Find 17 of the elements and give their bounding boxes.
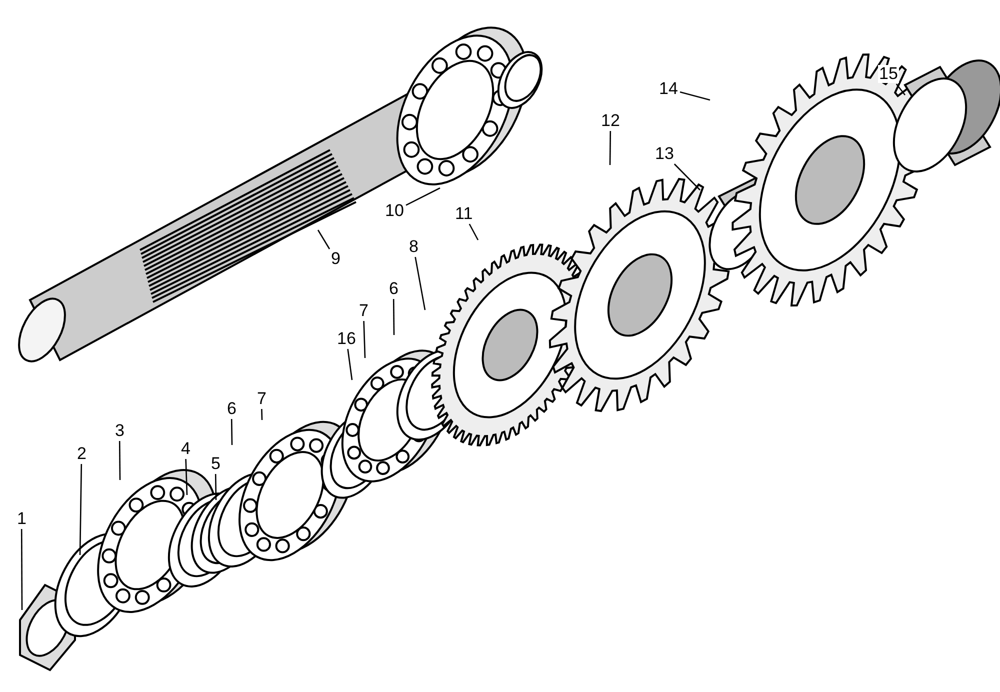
leader-line	[674, 164, 700, 190]
leader-line	[347, 348, 353, 380]
callout-number: 15	[878, 65, 899, 83]
leader-line	[363, 320, 366, 358]
leader-line	[414, 256, 426, 310]
leader-line	[79, 464, 82, 556]
leader-line	[896, 84, 906, 96]
leader-line	[406, 187, 440, 206]
leader-line	[317, 230, 330, 250]
leader-line	[230, 419, 233, 445]
leader-line	[20, 529, 23, 610]
leader-line	[392, 299, 395, 335]
leader-line	[680, 91, 710, 101]
leader-line	[261, 408, 263, 420]
leader-line	[118, 441, 121, 480]
leader-line	[609, 131, 612, 165]
leader-line	[468, 224, 479, 240]
